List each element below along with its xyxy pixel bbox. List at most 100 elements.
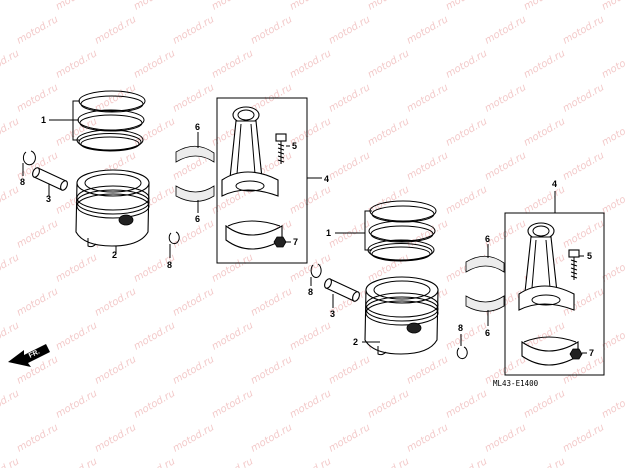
watermark-text: motod.ru <box>483 150 528 182</box>
watermark-text: motod.ru <box>483 14 528 46</box>
watermark-text: motod.ru <box>288 320 333 352</box>
watermark-text: motod.ru <box>54 0 99 13</box>
watermark-text: motod.ru <box>600 0 625 13</box>
watermark-text: motod.ru <box>54 252 99 284</box>
watermark-text: motod.ru <box>522 184 567 216</box>
watermark-text: motod.ru <box>0 320 21 352</box>
watermark-text: motod.ru <box>0 0 21 13</box>
right-connecting-rod <box>518 222 579 366</box>
left-connecting-rod <box>221 106 283 250</box>
callout-left-rod-nut: 7 <box>293 237 298 247</box>
watermark-text: motod.ru <box>561 14 606 46</box>
watermark-text: motod.ru <box>561 82 606 114</box>
watermark-text: motod.ru <box>0 252 21 284</box>
watermark-text: motod.ru <box>249 14 294 46</box>
callout-left-pin: 3 <box>46 194 51 204</box>
watermark-text: motod.ru <box>522 0 567 13</box>
callout-right-rod-bolt: 5 <box>587 251 592 261</box>
watermark-text: motod.ru <box>93 422 138 454</box>
front-arrow-label: FR. <box>28 349 41 360</box>
left-rod-nut <box>273 236 287 248</box>
watermark-text: motod.ru <box>0 48 21 80</box>
watermark-text: motod.ru <box>405 354 450 386</box>
watermark-text: motod.ru <box>288 48 333 80</box>
watermark-text: motod.ru <box>483 82 528 114</box>
callout-right-ring-set: 1 <box>326 228 331 238</box>
watermark-text: motod.ru <box>93 354 138 386</box>
watermark-text: motod.ru <box>171 354 216 386</box>
watermark-text: motod.ru <box>93 14 138 46</box>
callout-right-bearing-lower: 6 <box>485 328 490 338</box>
watermark-text: motod.ru <box>444 116 489 148</box>
watermark-text: motod.ru <box>15 422 60 454</box>
watermark-text: motod.ru <box>171 422 216 454</box>
watermark-text: motod.ru <box>561 422 606 454</box>
watermark-text: motod.ru <box>327 82 372 114</box>
watermark-text: motod.ru <box>210 0 255 13</box>
watermark-text: motod.ru <box>600 116 625 148</box>
watermark-text: motod.ru <box>405 82 450 114</box>
left-piston-pin <box>32 167 68 191</box>
watermark-text: motod.ru <box>522 456 567 468</box>
watermark-text: motod.ru <box>54 456 99 468</box>
callout-left-rod-bolt: 5 <box>292 141 297 151</box>
watermark-text: motod.ru <box>444 184 489 216</box>
watermark-text: motod.ru <box>327 150 372 182</box>
callout-left-clip-a: 8 <box>20 177 25 187</box>
watermark-text: motod.ru <box>171 218 216 250</box>
left-bearing-upper <box>175 145 215 163</box>
watermark-text: motod.ru <box>132 48 177 80</box>
callout-right-pin: 3 <box>330 309 335 319</box>
callout-right-rod-assembly: 4 <box>552 179 557 189</box>
watermark-text: motod.ru <box>54 388 99 420</box>
watermark-text: motod.ru <box>366 456 411 468</box>
watermark-text: motod.ru <box>522 388 567 420</box>
watermark-text: motod.ru <box>405 150 450 182</box>
watermark-text: motod.ru <box>210 456 255 468</box>
watermark-text: motod.ru <box>249 286 294 318</box>
watermark-text: motod.ru <box>288 0 333 13</box>
watermark-text: motod.ru <box>327 14 372 46</box>
watermark-text: motod.ru <box>171 286 216 318</box>
watermark-text: motod.ru <box>0 184 21 216</box>
watermark-text: motod.ru <box>522 116 567 148</box>
watermark-text: motod.ru <box>366 388 411 420</box>
watermark-text: motod.ru <box>327 354 372 386</box>
callout-right-piston: 2 <box>353 337 358 347</box>
watermark-text: motod.ru <box>15 14 60 46</box>
callout-right-rod-nut: 7 <box>589 348 594 358</box>
callout-left-rod-assembly: 4 <box>324 174 329 184</box>
watermark-text: motod.ru <box>288 456 333 468</box>
right-piston-pin <box>324 278 360 302</box>
watermark-text: motod.ru <box>444 320 489 352</box>
left-rod-bolt <box>275 133 287 164</box>
watermark-text: motod.ru <box>561 150 606 182</box>
callout-right-clip-b: 8 <box>458 323 463 333</box>
right-bearing-lower <box>465 295 505 312</box>
diagram-code: ML43-E1400 <box>493 379 539 388</box>
watermark-text: motod.ru <box>288 184 333 216</box>
callout-right-clip-a: 8 <box>308 287 313 297</box>
left-circlip-b <box>168 231 180 245</box>
callout-left-bearing-lower: 6 <box>195 214 200 224</box>
left-piston <box>75 169 150 248</box>
watermark-text: motod.ru <box>600 184 625 216</box>
right-circlip-a <box>310 263 322 278</box>
watermark-text: motod.ru <box>522 48 567 80</box>
watermark-text: motod.ru <box>444 0 489 13</box>
watermark-text: motod.ru <box>132 456 177 468</box>
callout-left-clip-b: 8 <box>167 260 172 270</box>
watermark-text: motod.ru <box>249 422 294 454</box>
front-arrow-icon: FR. <box>8 344 50 367</box>
watermark-text: motod.ru <box>54 48 99 80</box>
callout-left-ring-set: 1 <box>41 115 46 125</box>
watermark-text: motod.ru <box>600 48 625 80</box>
watermark-text: motod.ru <box>54 116 99 148</box>
watermark-text: motod.ru <box>561 218 606 250</box>
watermark-text: motod.ru <box>405 422 450 454</box>
watermark-text: motod.ru <box>0 388 21 420</box>
callout-left-piston: 2 <box>112 250 117 260</box>
watermark-text: motod.ru <box>132 0 177 13</box>
watermark-text: motod.ru <box>600 456 625 468</box>
left-rod-assembly-frame <box>216 97 308 264</box>
